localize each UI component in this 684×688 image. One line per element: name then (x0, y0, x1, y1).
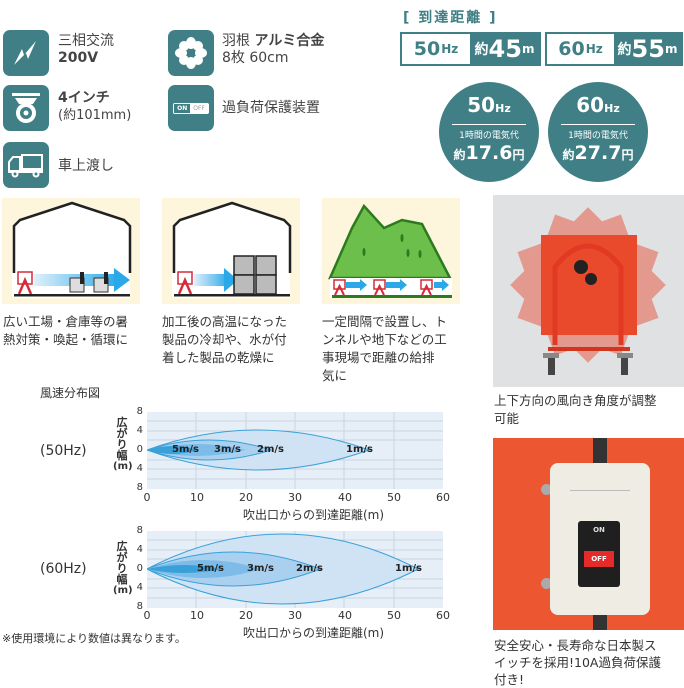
truck-icon (3, 142, 49, 188)
x-axis-label: 吹出口からの到達距離(m) (243, 508, 385, 522)
plot-60hz: 5m/s 3m/s 2m/s 1m/s (147, 531, 443, 608)
y-tick: 8 (136, 601, 143, 612)
reach-title: [ 到達距離 ] (403, 10, 498, 26)
footnote: ※使用環境により数値は異なります。 (2, 632, 186, 645)
cost-50hz-freq: 50Hz (467, 93, 511, 117)
fan-angle-caption: 上下方向の風向き角度が調整可能 (494, 393, 657, 426)
x-tick: 40 (338, 609, 352, 622)
zone-label: 3m/s (247, 563, 274, 574)
x-tick: 50 (387, 491, 401, 504)
y-tick: 4 (136, 544, 143, 555)
zone-label: 5m/s (172, 444, 199, 455)
wind-chart-title: 風速分布図 (40, 386, 101, 400)
zone-label: 2m/s (296, 563, 323, 574)
x-tick: 10 (190, 609, 204, 622)
tunnel-scene (322, 198, 460, 304)
on-button-label: ON (593, 526, 605, 534)
zone-label: 1m/s (395, 563, 422, 574)
spec-voltage-label: 三相交流 (58, 33, 114, 49)
spec-caster: 4インチ (約101mm) (58, 90, 131, 124)
y-axis-label: 広がり幅(m) (113, 540, 133, 596)
y-tick: 0 (136, 563, 143, 574)
tunnel-caption: 一定間隔で設置し、トンネルや地下などの工事現場で距離の給排気に (322, 314, 448, 383)
cost-50hz-value: 約17.6円 (453, 142, 525, 164)
switch-photo: ON OFF (493, 438, 684, 630)
y-tick: 4 (136, 463, 143, 474)
y-tick: 8 (136, 482, 143, 493)
off-button: OFF (584, 551, 614, 567)
zone-label: 5m/s (197, 563, 224, 574)
y-tick: 8 (136, 406, 143, 417)
x-tick: 0 (143, 609, 151, 622)
panel-50hz-label: (50Hz) (40, 443, 87, 459)
screw-icon (541, 484, 552, 495)
zone-label: 1m/s (346, 444, 373, 455)
x-tick: 20 (239, 491, 253, 504)
switch-buttons: ON OFF (578, 521, 620, 587)
on-off-switch-icon: ON OFF (168, 85, 214, 131)
switch-caption: 安全安心・長寿命な日本製スイッチを採用!10A過負荷保護付き! (494, 638, 661, 687)
spec-delivery: 車上渡し (58, 158, 114, 174)
lightning-icon (3, 30, 49, 76)
factory-scene (2, 198, 140, 304)
cost-60hz-value: 約27.7円 (562, 142, 634, 164)
divider (452, 124, 526, 125)
spec-overload-protection: 過負荷保護装置 (222, 100, 320, 116)
zone-label: 3m/s (214, 444, 241, 455)
cost-50hz-label: 1時間の電気代 (459, 131, 519, 141)
spec-blade-label: 羽根 (222, 33, 250, 49)
spec-voltage: 三相交流 200V (58, 33, 114, 67)
cable-top (593, 438, 607, 468)
x-axis-label: 吹出口からの到達距離(m) (243, 626, 385, 640)
spec-blade: 羽根 アルミ合金 8枚 60cm (222, 33, 324, 67)
warehouse-cooling-scene (162, 198, 300, 304)
factory-caption: 広い工場・倉庫等の暑熱対策・喚起・循環に (3, 314, 129, 347)
screw-icon (541, 578, 552, 589)
divider (561, 124, 635, 125)
x-tick: 20 (239, 609, 253, 622)
switch-housing: ON OFF (550, 463, 650, 615)
warehouse-caption: 加工後の高温になった製品の冷却や、水が付着した製品の乾燥に (162, 314, 288, 365)
x-tick: 60 (436, 609, 450, 622)
plot-50hz: 5m/s 3m/s 2m/s 1m/s (147, 412, 443, 489)
caster-wheel-icon (3, 85, 49, 131)
spec-blade-size: 8枚 60cm (222, 50, 289, 66)
switch-label-plate (570, 475, 630, 491)
x-tick: 50 (387, 609, 401, 622)
x-tick: 10 (190, 491, 204, 504)
zone-label: 2m/s (257, 444, 284, 455)
x-tick: 30 (288, 609, 302, 622)
x-tick: 60 (436, 491, 450, 504)
panel-60hz-label: (60Hz) (40, 561, 87, 577)
x-tick: 40 (338, 491, 352, 504)
spec-caster-size: 4インチ (58, 90, 110, 106)
spec-voltage-value: 200V (58, 50, 99, 66)
fan-blade-icon (168, 30, 214, 76)
electricity-cost-50hz: 50Hz 1時間の電気代 約17.6円 (439, 82, 539, 182)
switch-off-glyph: OFF (193, 104, 205, 112)
fan-angle-photo (493, 195, 684, 387)
y-axis-label: 広がり幅(m) (113, 416, 133, 472)
cost-60hz-label: 1時間の電気代 (568, 131, 628, 141)
electricity-cost-60hz: 60Hz 1時間の電気代 約27.7円 (548, 82, 648, 182)
y-tick: 4 (136, 582, 143, 593)
x-tick: 0 (143, 491, 151, 504)
y-tick: 4 (136, 425, 143, 436)
x-tick: 30 (288, 491, 302, 504)
switch-on-glyph: ON (174, 103, 191, 113)
y-tick: 0 (136, 444, 143, 455)
spec-caster-mm: (約101mm) (58, 108, 132, 123)
cost-60hz-freq: 60Hz (576, 93, 620, 117)
spec-blade-material: アルミ合金 (254, 33, 325, 49)
y-tick: 8 (136, 525, 143, 536)
